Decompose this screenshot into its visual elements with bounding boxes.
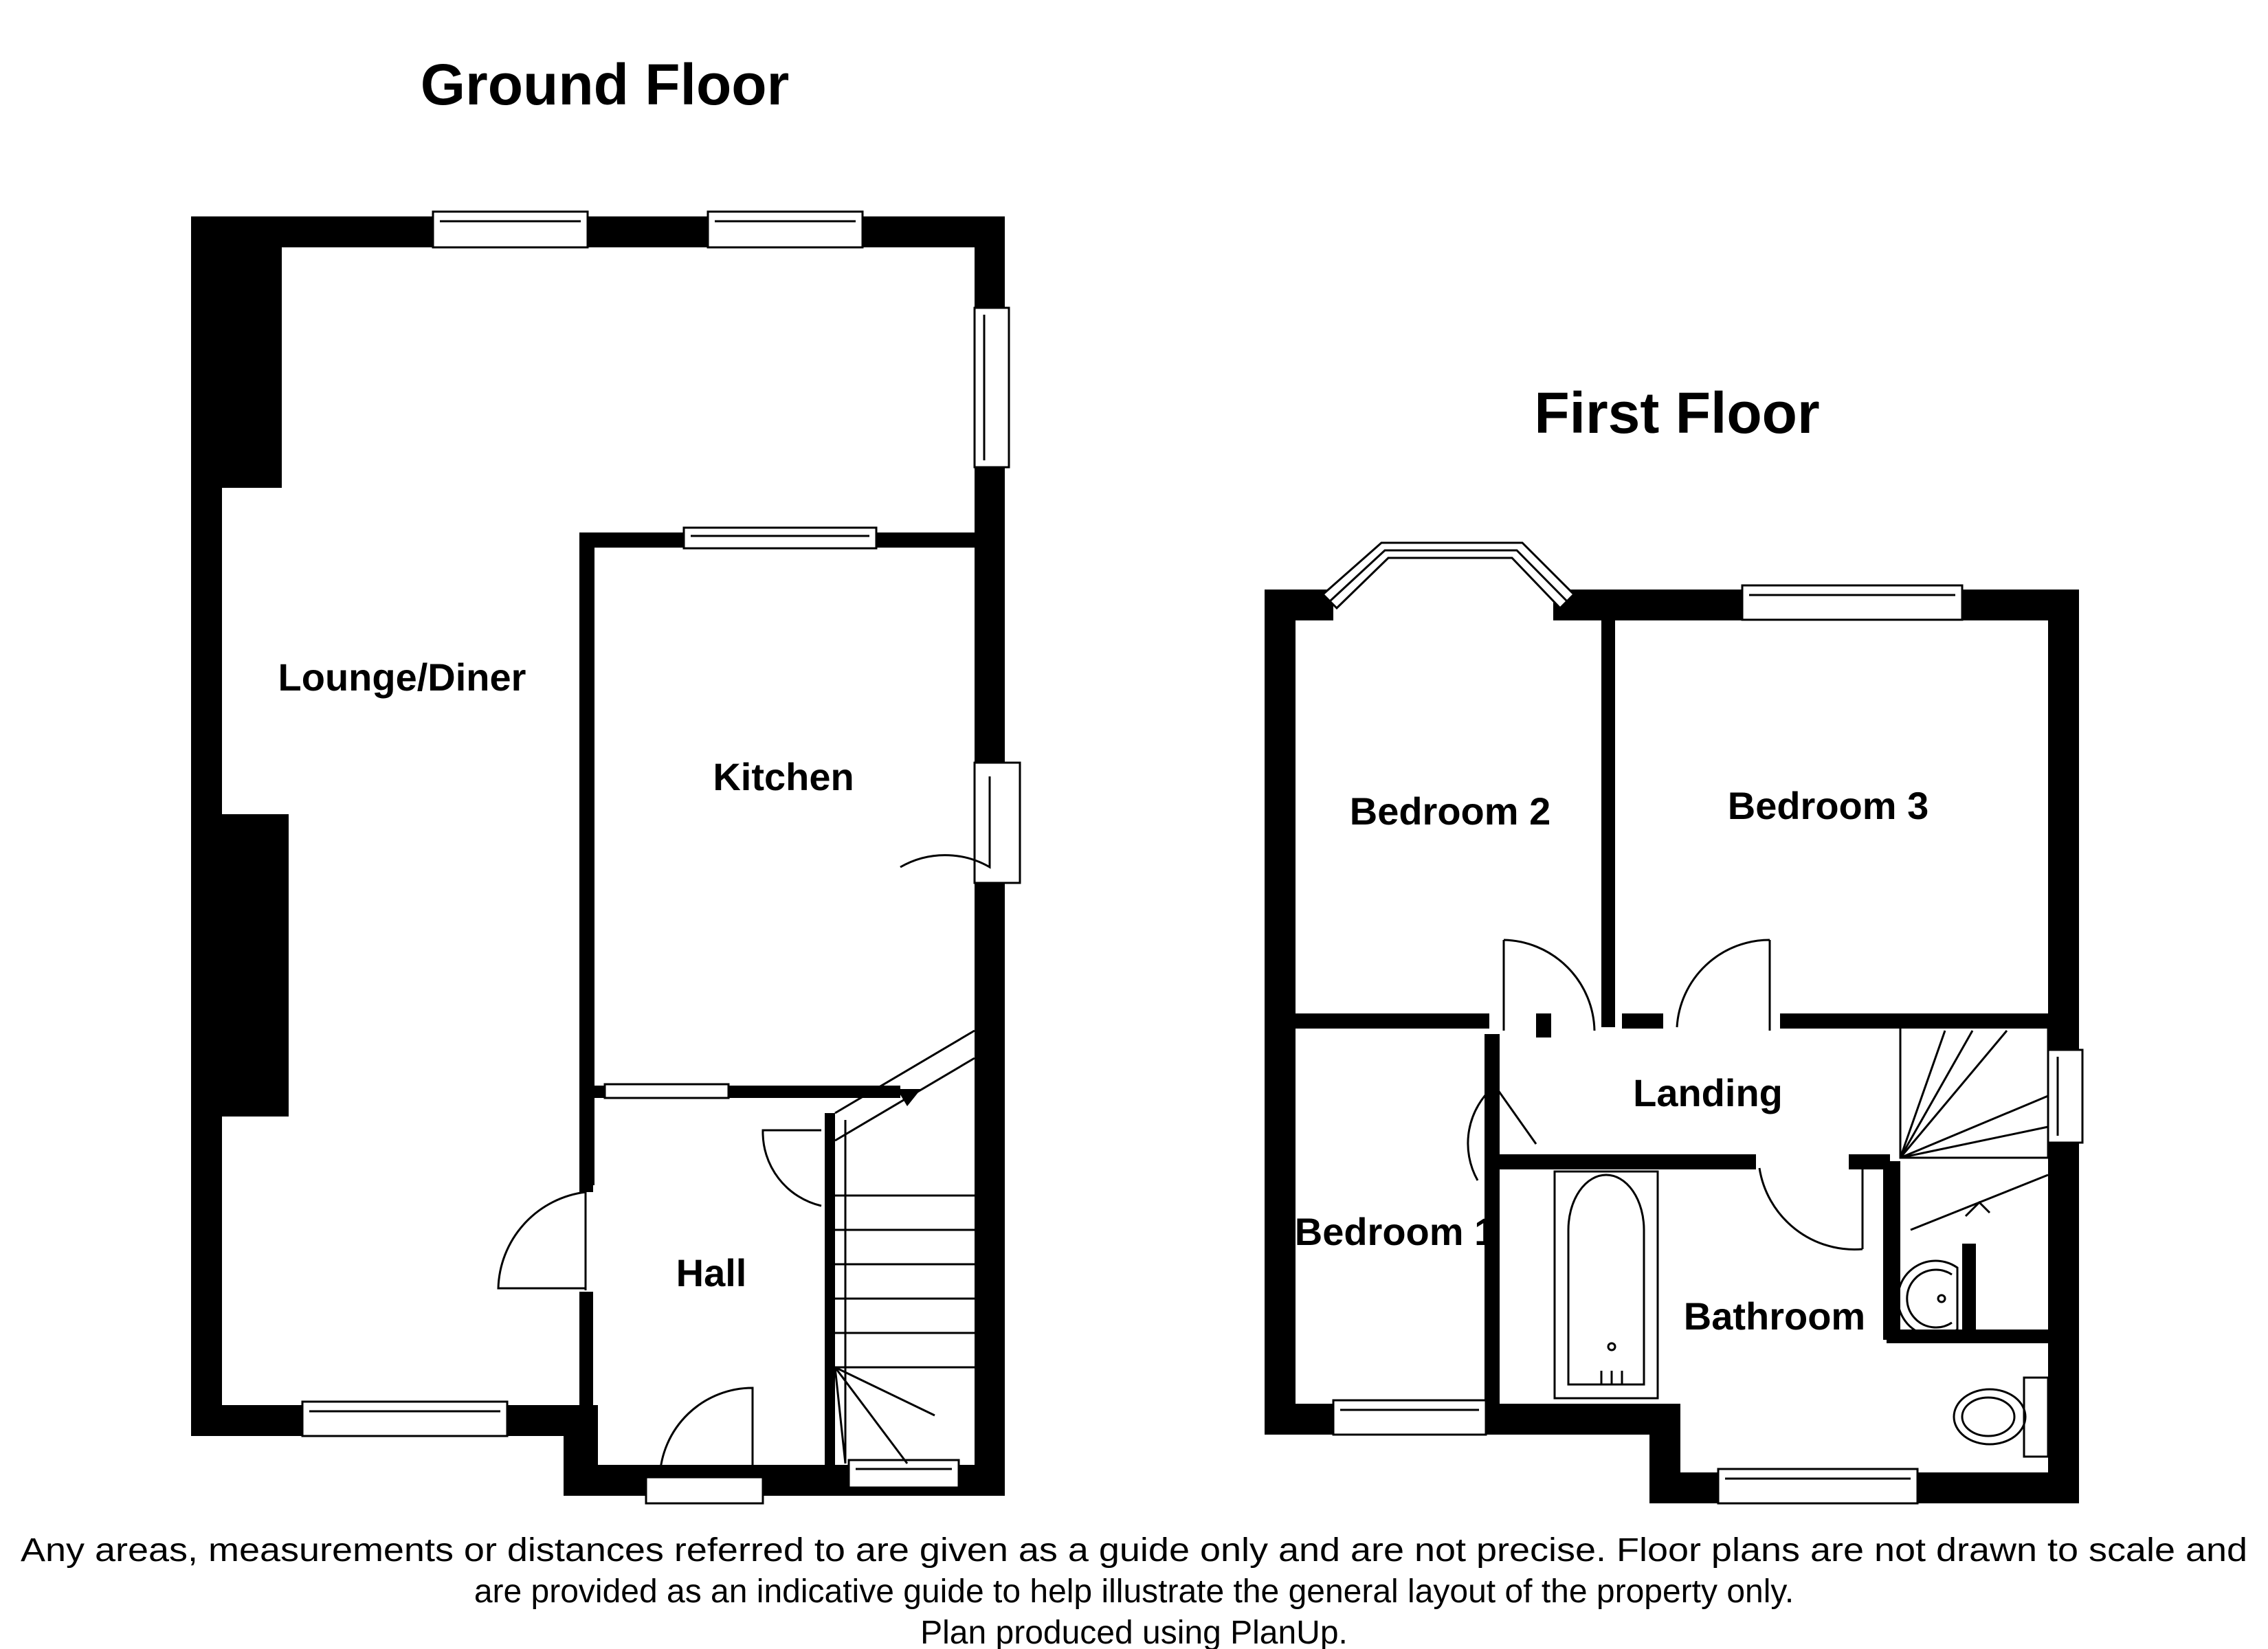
bed3-bottom-wall-left xyxy=(1622,1013,1663,1029)
label-landing: Landing xyxy=(1633,1071,1783,1114)
label-kitchen: Kitchen xyxy=(713,755,854,798)
lounge-side-window xyxy=(973,306,1010,469)
bed1-right-wall xyxy=(1485,1034,1500,1412)
bed2-bottom-wall xyxy=(1280,1013,1489,1029)
chimney-breast-upper xyxy=(191,216,282,488)
first-top-wall-left xyxy=(1265,590,1333,620)
stair-arrow xyxy=(897,1089,921,1106)
lounge-door xyxy=(497,1191,587,1290)
bed1-door xyxy=(1467,1084,1537,1181)
disclaimer-line-1: Any areas, measurements or distances ref… xyxy=(21,1532,2247,1569)
label-bedroom-2: Bedroom 2 xyxy=(1350,789,1551,833)
cupboard-inner-wall xyxy=(1962,1244,1976,1340)
first-floor-title: First Floor xyxy=(1534,381,1819,445)
label-hall: Hall xyxy=(676,1251,747,1294)
landing-bath-wall xyxy=(1546,1154,1756,1169)
lounge-window-1 xyxy=(432,210,589,249)
first-left-wall xyxy=(1265,590,1296,1435)
label-bedroom-1: Bedroom 1 xyxy=(1295,1210,1496,1253)
kitchen-side-door-frame xyxy=(973,761,1021,884)
bath-window xyxy=(1717,1468,1919,1505)
lounge-front-window xyxy=(301,1400,509,1437)
label-bedroom-3: Bedroom 3 xyxy=(1728,784,1929,827)
bath-door xyxy=(1758,1167,1864,1250)
bedroom2-bay-window xyxy=(1321,541,1576,610)
ground-staircase xyxy=(834,1029,975,1464)
bed3-window xyxy=(1741,584,1964,621)
bed3-bottom-wall-right xyxy=(1780,1013,2062,1029)
hall-left-wall-upper xyxy=(579,1086,593,1192)
bathtub xyxy=(1553,1170,1659,1400)
landing-bath-wall-left xyxy=(1485,1154,1546,1169)
bed2-door-jamb xyxy=(1536,1013,1551,1037)
lounge-kitchen-wall xyxy=(579,532,594,1185)
ground-floor-plan: Lounge/Diner Kitchen Hall xyxy=(191,210,1021,1505)
front-door-frame xyxy=(645,1476,764,1505)
toilet xyxy=(1953,1376,2049,1458)
disclaimer-line-3: Plan produced using PlanUp. xyxy=(920,1615,1348,1649)
lounge-window-2 xyxy=(707,210,864,249)
bath-wall-right xyxy=(1849,1154,1890,1169)
cupboard-door xyxy=(761,1129,822,1207)
cupboard-wall xyxy=(1883,1161,1900,1340)
first-right-wall xyxy=(2048,590,2079,1503)
bed1-window xyxy=(1332,1399,1487,1436)
chimney-breast-lower xyxy=(191,814,289,1117)
ground-top-wall xyxy=(191,216,1005,247)
hall-top-wall xyxy=(729,1086,900,1098)
bed2-door xyxy=(1502,939,1596,1031)
kitchen-hall-door xyxy=(603,1083,730,1099)
stair-wall xyxy=(825,1113,835,1465)
ground-floor-title: Ground Floor xyxy=(421,52,790,117)
bed3-door xyxy=(1676,939,1771,1031)
bed2-bed3-wall xyxy=(1601,605,1615,1027)
label-lounge-diner: Lounge/Diner xyxy=(278,655,526,699)
kitchen-side-door xyxy=(900,776,991,869)
front-door xyxy=(658,1387,754,1478)
first-floor-plan: Bedroom 2 Bedroom 3 Landing Bedroom 1 Ba… xyxy=(1265,541,2084,1505)
wash-basin xyxy=(1896,1259,1959,1338)
hall-left-wall-lower xyxy=(579,1292,593,1429)
label-bathroom: Bathroom xyxy=(1684,1294,1865,1338)
landing-side-window xyxy=(2047,1048,2084,1144)
disclaimer-line-2: are provided as an indicative guide to h… xyxy=(474,1573,1794,1610)
stair-window xyxy=(847,1459,960,1489)
first-staircase xyxy=(1899,1026,2049,1231)
kitchen-window xyxy=(682,526,878,550)
